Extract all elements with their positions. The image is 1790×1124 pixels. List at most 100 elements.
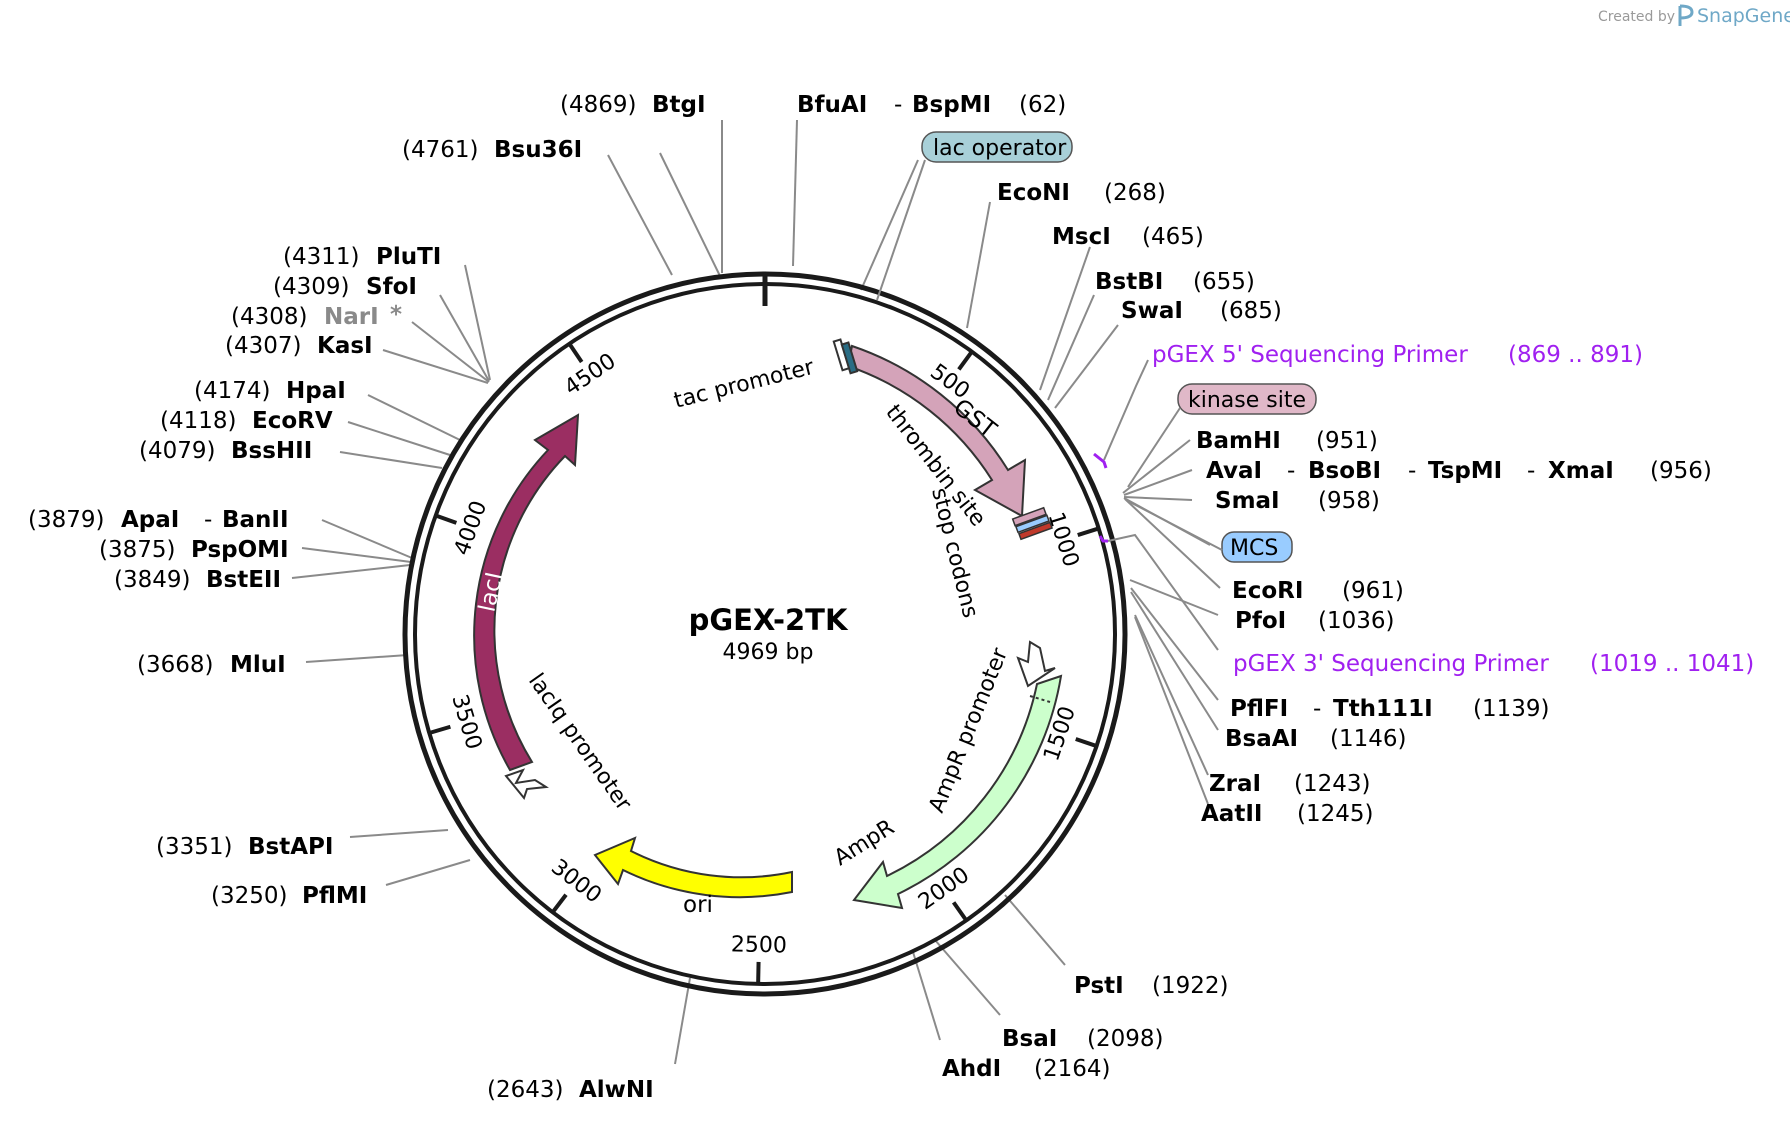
- tick-label-3500: 3500: [446, 692, 486, 753]
- tick-mark-4000: [435, 513, 458, 525]
- tick-mark-2000: [951, 901, 968, 922]
- site-pflfi-pos: (1139): [1473, 696, 1549, 722]
- site-bsteii-pos: (3849): [114, 567, 190, 593]
- site-mlui-pos: (3668): [137, 652, 213, 678]
- site-ecori-pos: (961): [1342, 578, 1404, 604]
- site-bsu36i-name: Bsu36I: [494, 137, 582, 163]
- site-tth111i-name: Tth111I: [1333, 696, 1433, 722]
- site-smai-pos: (958): [1318, 488, 1380, 514]
- ampr-label: AmpR: [830, 815, 899, 871]
- tick-mark-3000: [551, 893, 568, 914]
- site-leader-lines: [291, 119, 1221, 1065]
- site-bsu36i-pos: (4761): [402, 137, 478, 163]
- site-bstapi-name: BstAPI: [248, 834, 333, 860]
- primer-labels: pGEX 5' Sequencing Primer (869 .. 891) p…: [1152, 342, 1754, 677]
- snapgene-logo-icon: [1678, 4, 1694, 26]
- kinase-site-label: kinase site: [1188, 388, 1306, 413]
- site-alwni-pos: (2643): [487, 1077, 563, 1103]
- site-avai-sep2: -: [1408, 458, 1416, 484]
- site-ahdi-name: AhdI: [942, 1056, 1001, 1082]
- site-pflfi-sep: -: [1313, 696, 1321, 722]
- feature-arrows: [473, 338, 1219, 910]
- tac-promoter-box: [832, 338, 859, 375]
- site-pflfi-name: PflFI: [1230, 696, 1288, 722]
- tick-mark-1000: [1077, 526, 1100, 537]
- tick-label-2500: 2500: [731, 932, 787, 958]
- site-ecorv-name: EcoRV: [252, 408, 333, 434]
- site-xmai-name: XmaI: [1548, 458, 1614, 484]
- tick-mark-3500: [428, 724, 451, 735]
- site-apai-sep: -: [204, 507, 212, 533]
- site-zrai-name: ZraI: [1209, 771, 1261, 797]
- site-bsai-name: BsaI: [1002, 1026, 1057, 1052]
- site-btgi-name: BtgI: [652, 92, 706, 118]
- tac-promoter-label: tac promoter: [671, 355, 817, 414]
- site-kasi-pos: (4307): [225, 333, 301, 359]
- site-bsshii-name: BssHII: [231, 438, 312, 464]
- site-msci-name: MscI: [1052, 224, 1111, 250]
- site-bfuai-sep: -: [894, 92, 902, 118]
- site-smai-name: SmaI: [1215, 488, 1280, 514]
- mcs-feature-boxes: [1011, 506, 1053, 541]
- site-banii-name: BanII: [222, 507, 289, 533]
- site-swai-pos: (685): [1220, 298, 1282, 324]
- site-avai-sep3: -: [1527, 458, 1535, 484]
- lac-operator-callout: lac operator: [876, 131, 1073, 301]
- site-aatii-pos: (1245): [1297, 801, 1373, 827]
- site-bamhi-pos: (951): [1316, 428, 1378, 454]
- ampr-arrow[interactable]: [852, 674, 1063, 910]
- ampr-promoter-arrow: [1016, 640, 1056, 688]
- site-avai-sep1: -: [1287, 458, 1295, 484]
- site-bfuai-name: BfuAI: [797, 92, 867, 118]
- plasmid-name: pGEX-2TK: [689, 603, 849, 637]
- site-tspmi-name: TspMI: [1428, 458, 1502, 484]
- primer-3prime-mark: [1098, 535, 1108, 543]
- site-bstbi-name: BstBI: [1095, 269, 1163, 295]
- site-ecori-name: EcoRI: [1232, 578, 1303, 604]
- site-bsshii-pos: (4079): [139, 438, 215, 464]
- site-hpai-pos: (4174): [194, 378, 270, 404]
- plasmid-size: 4969 bp: [723, 640, 814, 665]
- site-apai-pos: (3879): [28, 507, 104, 533]
- site-sfoi-pos: (4309): [273, 274, 349, 300]
- site-bamhi-name: BamHI: [1196, 428, 1281, 454]
- tick-label-4500: 4500: [560, 349, 620, 401]
- laci-label: lacI: [474, 570, 508, 614]
- laci-arrow[interactable]: [473, 413, 580, 772]
- site-avai-pos: (956): [1650, 458, 1712, 484]
- site-nari-mark: *: [390, 302, 402, 328]
- primer-5prime-range: (869 .. 891): [1508, 342, 1643, 368]
- tick-mark-500: [957, 350, 974, 371]
- mcs-label: MCS: [1230, 536, 1278, 561]
- site-econi-name: EcoNI: [997, 180, 1070, 206]
- primer-3prime-range: (1019 .. 1041): [1590, 651, 1754, 677]
- site-bspmi-name: BspMI: [912, 92, 991, 118]
- tick-mark-1500: [1075, 737, 1098, 748]
- site-mlui-name: MluI: [230, 652, 286, 678]
- site-alwni-name: AlwNI: [579, 1077, 654, 1103]
- site-pspomi-pos: (3875): [99, 537, 175, 563]
- site-psti-pos: (1922): [1152, 973, 1228, 999]
- site-bfuai-pos: (62): [1019, 92, 1066, 118]
- tick-mark-4500: [567, 342, 584, 364]
- site-bsteii-name: BstEII: [206, 567, 281, 593]
- site-apai-name: ApaI: [121, 507, 179, 533]
- lac-operator-label: lac operator: [933, 136, 1067, 161]
- site-pluti-pos: (4311): [283, 244, 359, 270]
- ori-arrow[interactable]: [593, 836, 793, 899]
- laciq-promoter-label: lacIq promoter: [523, 669, 636, 816]
- laciq-promoter-arrow: [504, 768, 549, 801]
- site-pflmi-pos: (3250): [211, 883, 287, 909]
- site-pspomi-name: PspOMI: [191, 537, 289, 563]
- primer-5prime-mark: [1093, 452, 1108, 469]
- site-pfoi-name: PfoI: [1235, 608, 1286, 634]
- credit-prefix: Created by: [1598, 9, 1675, 25]
- site-hpai-name: HpaI: [286, 378, 346, 404]
- primer-3prime-name: pGEX 3' Sequencing Primer: [1233, 651, 1549, 677]
- site-kasi-name: KasI: [317, 333, 373, 359]
- site-aatii-name: AatII: [1201, 801, 1262, 827]
- tick-label-3000: 3000: [546, 855, 606, 909]
- site-avai-name: AvaI: [1206, 458, 1262, 484]
- site-bsobi-name: BsoBI: [1308, 458, 1381, 484]
